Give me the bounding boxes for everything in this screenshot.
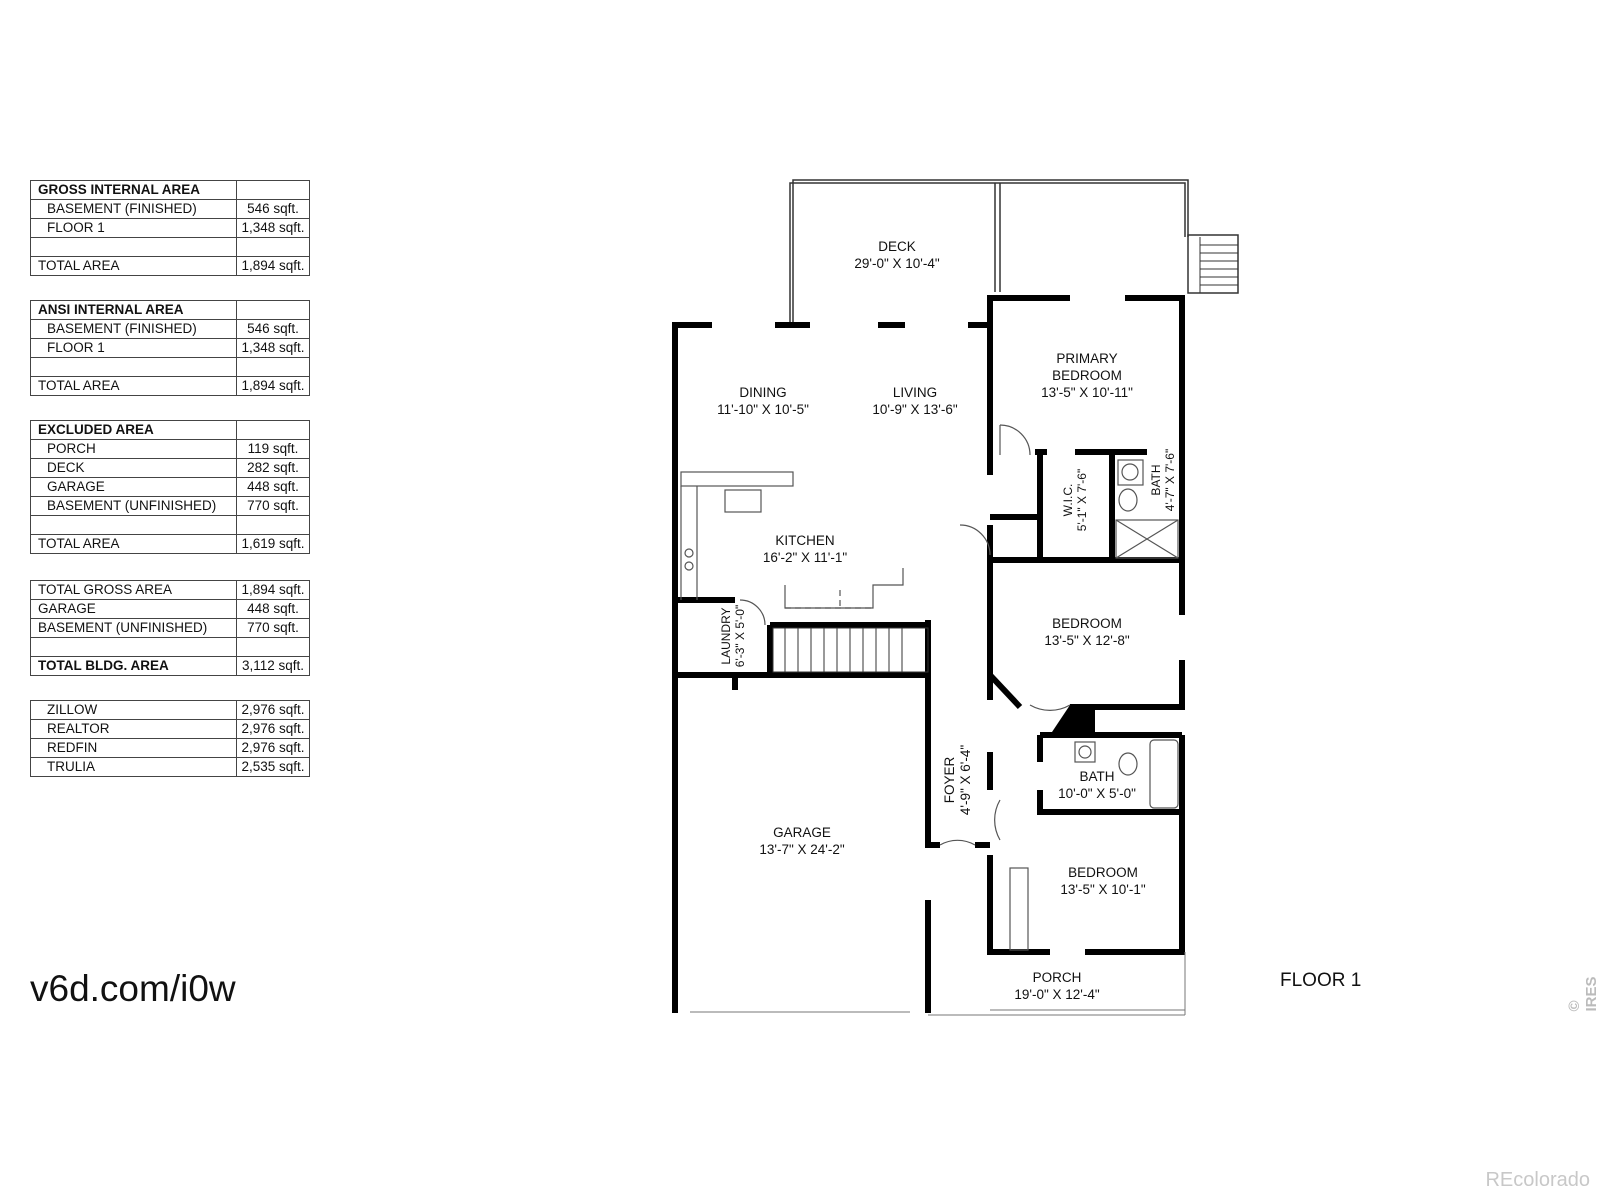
row-label: TOTAL BLDG. AREA <box>30 656 237 676</box>
room-label-bedroom: BEDROOM 13'-5" X 12'-8" <box>1044 615 1129 649</box>
porch-and-garage-edges <box>690 952 1186 1016</box>
room-dims: 13'-7" X 24'-2" <box>759 842 845 857</box>
room-name: BATH <box>1149 464 1163 496</box>
room-name: BEDROOM <box>1052 368 1122 383</box>
row-value: 1,619 sqft. <box>236 534 310 554</box>
row-label: BASEMENT (FINISHED) <box>30 319 237 339</box>
room-label-bedroom-front: BEDROOM 13'-5" X 10'-1" <box>1060 864 1145 898</box>
room-dims: 6'-3" X 5'-0" <box>733 604 747 668</box>
table-row: BASEMENT (FINISHED)546 sqft. <box>30 319 310 339</box>
row-value: 1,894 sqft. <box>236 376 310 396</box>
table-row: BASEMENT (FINISHED)546 sqft. <box>30 199 310 219</box>
row-value: 1,348 sqft. <box>236 218 310 238</box>
row-value: 2,976 sqft. <box>236 719 310 739</box>
stairs <box>772 627 929 673</box>
row-value: 3,112 sqft. <box>236 656 310 676</box>
room-label-dining: DINING 11'-10" X 10'-5" <box>717 384 809 418</box>
floor-label: FLOOR 1 <box>1280 970 1362 991</box>
room-label-living: LIVING 10'-9" X 13'-6" <box>872 384 957 418</box>
row-value: 282 sqft. <box>236 458 310 478</box>
room-label-bath: BATH 10'-0" X 5'-0" <box>1058 768 1136 802</box>
room-dims: 5'-1" X 7'-6" <box>1075 468 1089 532</box>
room-label-kitchen: KITCHEN 16'-2" X 11'-1" <box>763 532 847 566</box>
walls <box>672 295 1185 1013</box>
room-name: BEDROOM <box>1068 865 1138 880</box>
room-name: W.I.C. <box>1061 483 1075 517</box>
row-value: 770 sqft. <box>236 496 310 516</box>
row-value: 770 sqft. <box>236 618 310 638</box>
room-name: BATH <box>1079 769 1115 784</box>
room-name: KITCHEN <box>775 533 835 548</box>
row-value: 1,894 sqft. <box>236 256 310 276</box>
room-name: PRIMARY <box>1056 351 1118 366</box>
closet-fill <box>1050 705 1095 735</box>
room-name: FOYER <box>942 756 957 804</box>
deck-outline <box>789 179 1239 325</box>
row-value: 1,894 sqft. <box>236 580 310 600</box>
room-dims: 13'-5" X 12'-8" <box>1044 633 1130 648</box>
room-dims: 4'-7" X 7'-6" <box>1163 448 1177 512</box>
row-value: 546 sqft. <box>236 319 310 339</box>
row-label: ANSI INTERNAL AREA <box>30 300 237 320</box>
row-label: TOTAL AREA <box>30 534 237 554</box>
fixtures <box>680 424 1179 951</box>
row-label: TRULIA <box>30 757 237 777</box>
room-dims: 4'-9" X 6'-4" <box>958 744 973 816</box>
tour-url: v6d.com/i0w <box>30 968 236 1009</box>
room-name: LAUNDRY <box>719 607 733 665</box>
room-dims: 10'-0" X 5'-0" <box>1058 786 1136 801</box>
room-label-deck: DECK 29'-0" X 10'-4" <box>854 238 939 272</box>
row-label: TOTAL AREA <box>30 256 237 276</box>
row-value: 119 sqft. <box>236 439 310 459</box>
room-name: LIVING <box>892 385 938 400</box>
room-dims: 19'-0" X 12'-4" <box>1014 987 1100 1002</box>
room-dims: 11'-10" X 10'-5" <box>717 402 809 417</box>
row-value: 2,535 sqft. <box>236 757 310 777</box>
room-name: DINING <box>739 385 787 400</box>
table-row: BASEMENT (UNFINISHED)770 sqft. <box>30 496 310 516</box>
brand-watermark: REcolorado <box>1485 1169 1590 1191</box>
table-row: ANSI INTERNAL AREA <box>30 300 310 320</box>
room-name: GARAGE <box>773 825 831 840</box>
deck-stairs <box>1199 237 1238 293</box>
room-dims: 13'-5" X 10'-1" <box>1060 882 1146 897</box>
room-name: BEDROOM <box>1052 616 1122 631</box>
room-label-primary-bedroom: PRIMARY BEDROOM 13'-5" X 10'-11" <box>1041 350 1133 401</box>
copyright-watermark: © IRES <box>1566 976 1600 1012</box>
room-name: PORCH <box>1032 970 1082 985</box>
room-name: DECK <box>878 239 916 254</box>
row-label: GARAGE <box>30 477 237 497</box>
room-dims: 16'-2" X 11'-1" <box>762 550 848 565</box>
room-label-garage: GARAGE 13'-7" X 24'-2" <box>759 824 844 858</box>
table-row: GROSS INTERNAL AREA <box>30 180 310 200</box>
room-label-porch: PORCH 19'-0" X 12'-4" <box>1014 969 1099 1003</box>
room-dims: 10'-9" X 13'-6" <box>872 402 958 417</box>
room-label-wic: W.I.C.5'-1" X 7'-6" <box>1061 469 1089 531</box>
row-label: TOTAL GROSS AREA <box>30 580 237 600</box>
room-dims: 13'-5" X 10'-11" <box>1041 385 1133 400</box>
room-dims: 29'-0" X 10'-4" <box>854 256 940 271</box>
